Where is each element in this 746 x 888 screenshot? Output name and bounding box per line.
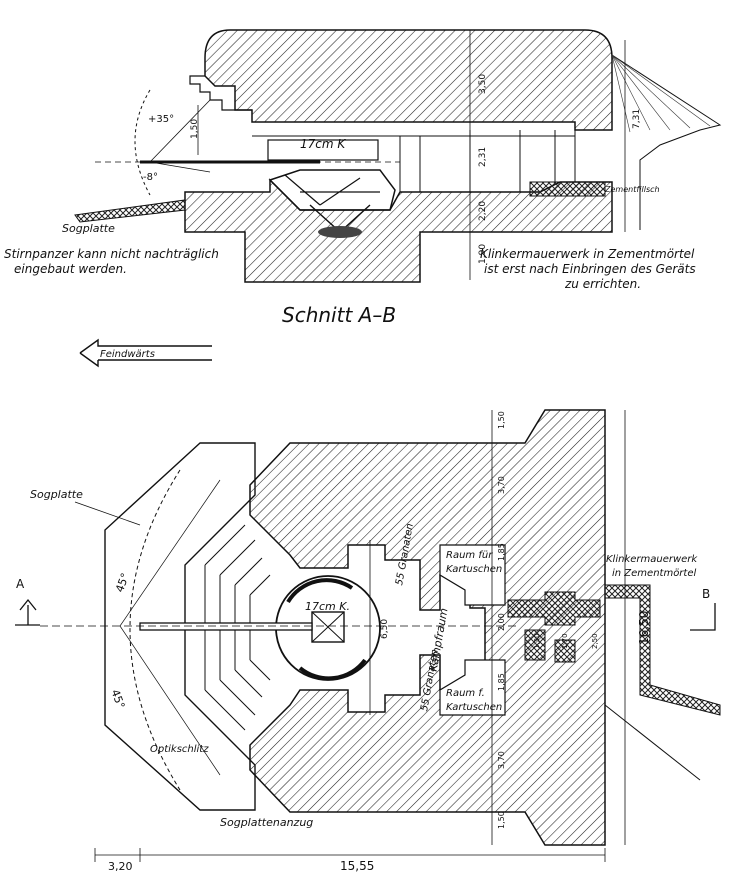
dim-v-185-bot: 1,85 bbox=[497, 673, 506, 691]
raum-bottom-1: Raum f. bbox=[446, 688, 485, 699]
angle-down: -8° bbox=[143, 172, 158, 183]
angle-up: +35° bbox=[148, 114, 174, 125]
section-ab: 17cm K +35° -8° 1,50 3,50 2,31 2,20 1,90… bbox=[4, 29, 722, 327]
note-right-3: zu errichten. bbox=[564, 277, 641, 291]
dim-231: 2,31 bbox=[478, 147, 488, 167]
dim-731: 7,31 bbox=[632, 109, 642, 129]
elevation-arc bbox=[134, 89, 151, 196]
cut-b-label: B bbox=[702, 587, 710, 601]
dim-150-sec: 1,50 bbox=[190, 119, 200, 139]
raum-bottom bbox=[439, 659, 506, 716]
earth-slope bbox=[611, 54, 722, 230]
dim-v-370-bot: 3,70 bbox=[497, 751, 506, 769]
dim-v-200: 2,00 bbox=[497, 613, 506, 631]
optik-label: Optikschlitz bbox=[150, 744, 209, 755]
section-gun-label: 17cm K bbox=[300, 137, 346, 151]
roof-slab bbox=[204, 29, 613, 131]
note-left-1: Stirnpanzer kann nicht nachträglich bbox=[4, 247, 219, 261]
plan-gun-barrel bbox=[139, 622, 313, 631]
section-title: Schnitt A–B bbox=[282, 303, 396, 327]
cut-a-marker bbox=[15, 598, 40, 626]
dim-350: 3,50 bbox=[478, 74, 488, 94]
dim-650: 6,50 bbox=[380, 619, 390, 639]
dim-v-370-top: 3,70 bbox=[497, 476, 506, 494]
dim-left: 3,20 bbox=[108, 860, 133, 873]
small-block-2 bbox=[554, 639, 576, 663]
raum-top-2: Kartuschen bbox=[446, 564, 502, 575]
dim-total-height: 16,50 bbox=[637, 611, 651, 645]
anzug-label: Sogplattenanzug bbox=[220, 816, 313, 829]
note-right-2: ist erst nach Einbringen des Geräts bbox=[484, 262, 696, 276]
cut-b-marker bbox=[690, 603, 716, 631]
klinker-plan bbox=[507, 591, 601, 626]
dim-small-3: 2,50 bbox=[591, 633, 599, 649]
traverse-arc bbox=[129, 469, 181, 791]
dim-small-1: 1,30 bbox=[533, 633, 541, 649]
raum-top bbox=[439, 544, 506, 606]
small-block-1 bbox=[524, 629, 546, 661]
plan-sogplatte: Sogplatte bbox=[30, 488, 83, 501]
klinker-wall bbox=[529, 181, 606, 197]
zement-label: Zementfillsch bbox=[604, 185, 660, 194]
dim-v-150-top: 1,50 bbox=[497, 411, 506, 429]
direction-arrow: Feindwärts bbox=[79, 338, 212, 368]
plan-gun-label: 17cm K. bbox=[305, 600, 350, 613]
earth-rays bbox=[611, 54, 711, 133]
note-left-2: eingebaut werden. bbox=[14, 262, 127, 276]
gun-mount bbox=[267, 139, 396, 238]
dim-v-150-bot: 1,50 bbox=[497, 811, 506, 829]
klinker-1: Klinkermauerwerk bbox=[606, 554, 698, 565]
dim-small-2: 1,70 bbox=[561, 633, 569, 649]
angle-top: 45° bbox=[113, 571, 132, 594]
direction-label: Feindwärts bbox=[100, 349, 155, 360]
entrance-corridor bbox=[605, 584, 721, 716]
raum-top-1: Raum für bbox=[446, 550, 493, 561]
plan-view: Sogplatte 45° 45° 17cm K. Kampfraum 55 G… bbox=[15, 409, 721, 873]
section-sogplatte: Sogplatte bbox=[62, 222, 115, 235]
dim-220: 2,20 bbox=[478, 201, 488, 221]
klinker-2: in Zementmörtel bbox=[612, 568, 696, 579]
cut-a-label: A bbox=[16, 577, 25, 591]
note-right-1: Klinkermauerwerk in Zementmörtel bbox=[480, 247, 695, 261]
sogplatte-section bbox=[74, 199, 186, 223]
dim-v-185-top: 1,85 bbox=[497, 543, 506, 561]
dim-total: 15,55 bbox=[340, 859, 374, 873]
angle-bottom: 45° bbox=[108, 688, 127, 711]
front-steps bbox=[189, 75, 252, 111]
raum-bottom-2: Kartuschen bbox=[446, 702, 502, 713]
dim-190: 1,90 bbox=[478, 244, 488, 264]
